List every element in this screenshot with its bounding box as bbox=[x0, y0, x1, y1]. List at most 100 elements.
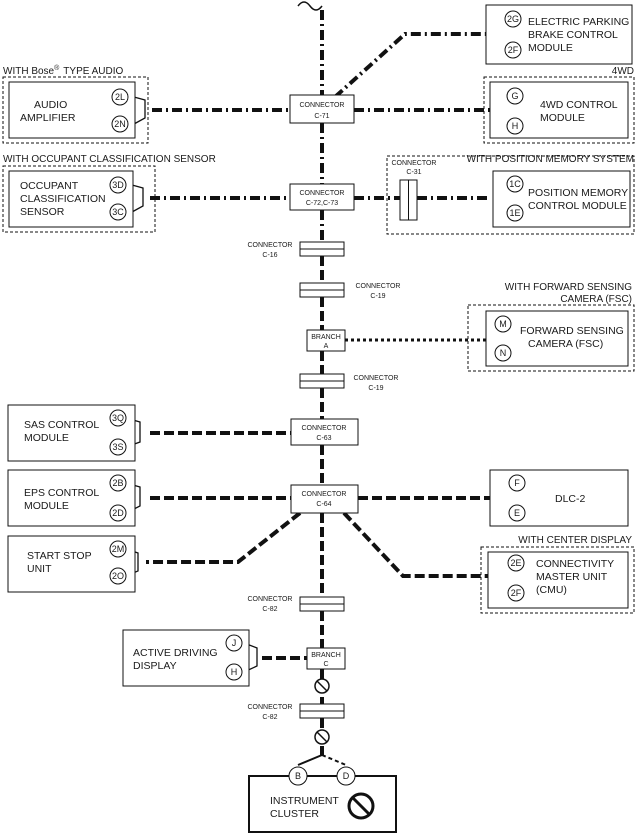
svg-text:MODULE: MODULE bbox=[24, 500, 69, 512]
svg-text:CONNECTOR: CONNECTOR bbox=[300, 102, 345, 109]
svg-text:J: J bbox=[232, 638, 237, 648]
svg-text:C-64: C-64 bbox=[316, 501, 331, 508]
svg-text:2M: 2M bbox=[112, 544, 125, 554]
svg-text:F: F bbox=[514, 478, 520, 488]
svg-text:D: D bbox=[343, 771, 350, 781]
svg-text:MASTER UNIT: MASTER UNIT bbox=[536, 571, 608, 583]
module-4wd-control: G H 4WD CONTROL MODULE bbox=[489, 81, 629, 139]
svg-text:C-19: C-19 bbox=[368, 385, 383, 392]
svg-text:2O: 2O bbox=[112, 571, 124, 581]
svg-text:C-63: C-63 bbox=[316, 435, 331, 442]
svg-text:C-82: C-82 bbox=[262, 606, 277, 613]
svg-text:SAS CONTROL: SAS CONTROL bbox=[24, 419, 99, 431]
wire-epb bbox=[333, 32, 488, 99]
svg-text:ACTIVE DRIVING: ACTIVE DRIVING bbox=[133, 647, 218, 659]
svg-text:C-72,C-73: C-72,C-73 bbox=[306, 200, 338, 207]
module-occupant-classification-sensor: 3D 3C OCCUPANT CLASSIFICATION SENSOR bbox=[8, 170, 134, 228]
branch-c: BRANCH C bbox=[306, 647, 346, 670]
svg-text:MODULE: MODULE bbox=[24, 432, 69, 444]
caption-occupant: WITH OCCUPANT CLASSIFICATION SENSOR bbox=[3, 154, 216, 165]
svg-text:CONNECTOR: CONNECTOR bbox=[356, 283, 401, 290]
connector-c64: CONNECTOR C-64 bbox=[290, 484, 359, 514]
svg-text:BRAKE CONTROL: BRAKE CONTROL bbox=[528, 29, 618, 41]
wire-cluster-d bbox=[321, 754, 347, 766]
connector-c82-lower: CONNECTOR C-82 bbox=[248, 703, 345, 721]
svg-text:UNIT: UNIT bbox=[27, 563, 52, 575]
svg-text:3C: 3C bbox=[112, 207, 124, 217]
module-forward-sensing-camera: M N FORWARD SENSING CAMERA (FSC) bbox=[485, 310, 629, 367]
svg-text:C: C bbox=[323, 661, 328, 668]
connector-c63: CONNECTOR C-63 bbox=[290, 418, 359, 446]
svg-text:AUDIO: AUDIO bbox=[34, 99, 67, 111]
module-start-stop-unit: 2M 2O START STOP UNIT bbox=[7, 535, 136, 593]
module-instrument-cluster: B D INSTRUMENT CLUSTER bbox=[248, 766, 397, 833]
svg-text:1E: 1E bbox=[509, 208, 520, 218]
wire-startstop bbox=[146, 511, 302, 564]
svg-text:B: B bbox=[295, 771, 301, 781]
caption-fsc-2: CAMERA (FSC) bbox=[560, 294, 632, 305]
svg-text:FORWARD SENSING: FORWARD SENSING bbox=[520, 325, 624, 337]
svg-text:EPS CONTROL: EPS CONTROL bbox=[24, 487, 99, 499]
svg-text:CONNECTOR: CONNECTOR bbox=[354, 375, 399, 382]
connector-c19-lower: CONNECTOR C-19 bbox=[299, 373, 399, 392]
connector-c82-upper: CONNECTOR C-82 bbox=[248, 596, 345, 613]
svg-text:N: N bbox=[500, 348, 507, 358]
svg-text:CLUSTER: CLUSTER bbox=[270, 808, 319, 820]
connector-c19-upper: CONNECTOR C-19 bbox=[299, 282, 401, 300]
svg-text:C-71: C-71 bbox=[314, 113, 329, 120]
svg-text:DLC-2: DLC-2 bbox=[555, 493, 586, 505]
svg-text:BRANCH: BRANCH bbox=[311, 334, 341, 341]
module-connectivity-master-unit: 2E 2F CONNECTIVITY MASTER UNIT (CMU) bbox=[487, 551, 629, 609]
svg-text:CONNECTOR: CONNECTOR bbox=[302, 425, 347, 432]
svg-text:CAMERA (FSC): CAMERA (FSC) bbox=[528, 338, 603, 350]
no-symbol-icon bbox=[347, 792, 375, 820]
svg-text:POSITION MEMORY: POSITION MEMORY bbox=[528, 187, 628, 199]
branch-a: BRANCH A bbox=[306, 329, 346, 352]
wire-cmu bbox=[342, 511, 488, 578]
svg-text:2F: 2F bbox=[511, 588, 522, 598]
caption-bose: WITH Bose®TYPE AUDIO bbox=[3, 64, 124, 77]
svg-text:SENSOR: SENSOR bbox=[20, 206, 65, 218]
svg-text:H: H bbox=[512, 121, 519, 131]
module-audio-amplifier: 2L 2N AUDIO AMPLIFIER bbox=[8, 81, 136, 139]
svg-text:START STOP: START STOP bbox=[27, 550, 92, 562]
svg-text:BRANCH: BRANCH bbox=[311, 652, 341, 659]
svg-text:(CMU): (CMU) bbox=[536, 584, 567, 596]
module-electric-parking-brake: 2G 2F ELECTRIC PARKING BRAKE CONTROL MOD… bbox=[485, 4, 633, 65]
svg-text:2F: 2F bbox=[508, 45, 519, 55]
svg-text:CONNECTOR: CONNECTOR bbox=[248, 596, 293, 603]
svg-text:2G: 2G bbox=[507, 14, 519, 24]
caption-fsc-1: WITH FORWARD SENSING bbox=[505, 282, 632, 293]
svg-text:3S: 3S bbox=[112, 442, 123, 452]
svg-text:CONTROL MODULE: CONTROL MODULE bbox=[528, 200, 627, 212]
wire-cluster-b bbox=[297, 754, 323, 766]
connector-c16: CONNECTOR C-16 bbox=[248, 241, 345, 259]
svg-text:3Q: 3Q bbox=[112, 413, 124, 423]
svg-text:C-31: C-31 bbox=[406, 169, 421, 176]
svg-text:CONNECTOR: CONNECTOR bbox=[302, 491, 347, 498]
svg-text:CONNECTOR: CONNECTOR bbox=[300, 190, 345, 197]
svg-text:CLASSIFICATION: CLASSIFICATION bbox=[20, 193, 106, 205]
caption-position-memory: WITH POSITION MEMORY SYSTEM bbox=[467, 154, 634, 165]
svg-text:DISPLAY: DISPLAY bbox=[133, 660, 177, 672]
module-sas-control: 3Q 3S SAS CONTROL MODULE bbox=[7, 404, 136, 462]
connector-c72-c73: CONNECTOR C-72,C-73 bbox=[289, 183, 355, 211]
svg-text:G: G bbox=[511, 91, 518, 101]
svg-text:MODULE: MODULE bbox=[528, 42, 573, 54]
svg-text:3D: 3D bbox=[112, 180, 124, 190]
svg-text:E: E bbox=[514, 508, 520, 518]
svg-text:1C: 1C bbox=[509, 179, 521, 189]
svg-text:2D: 2D bbox=[112, 508, 124, 518]
svg-text:C-16: C-16 bbox=[262, 252, 277, 259]
module-eps-control: 2B 2D EPS CONTROL MODULE bbox=[7, 469, 136, 527]
svg-text:INSTRUMENT: INSTRUMENT bbox=[270, 795, 339, 807]
svg-text:M: M bbox=[499, 319, 507, 329]
svg-text:2E: 2E bbox=[510, 558, 521, 568]
caption-center-display: WITH CENTER DISPLAY bbox=[518, 535, 632, 546]
svg-text:CONNECTOR: CONNECTOR bbox=[248, 704, 293, 711]
no-symbol-icon bbox=[314, 729, 330, 745]
svg-text:CONNECTOR: CONNECTOR bbox=[248, 242, 293, 249]
svg-text:H: H bbox=[231, 667, 238, 677]
bus-break-wave bbox=[297, 1, 323, 11]
